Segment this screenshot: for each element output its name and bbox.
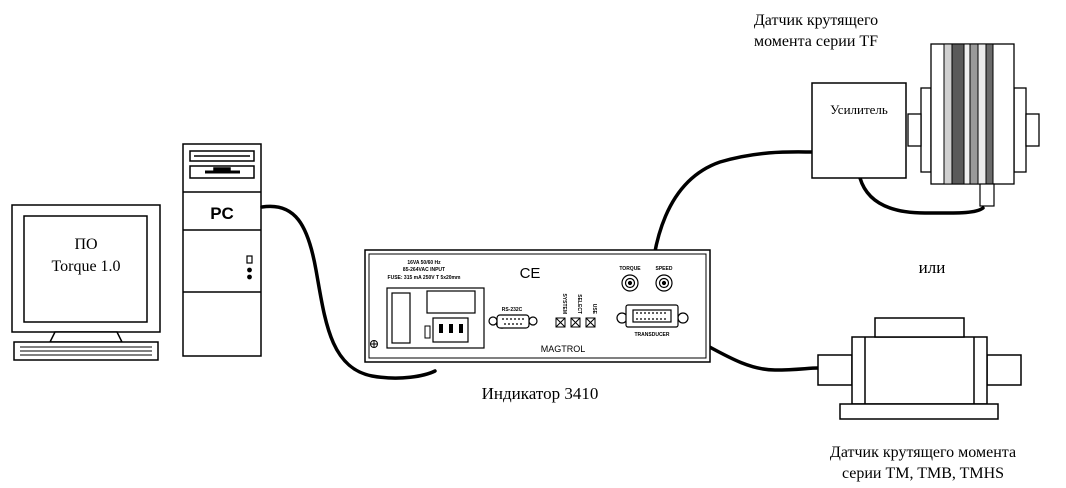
power-switch-icon (391, 292, 411, 344)
system-switch (555, 317, 566, 328)
rs232-label: RS-232C (502, 307, 523, 313)
tf-sensor (811, 43, 1040, 207)
or-label: или (919, 258, 946, 277)
transducer-label: TRANSDUCER (635, 332, 670, 338)
switch-label-system: SYSTEM (561, 293, 567, 314)
indicator-caption: Индикатор 3410 (482, 384, 599, 403)
tf-sensor-title-line1: Датчик крутящего (754, 12, 878, 29)
ground-icon (370, 340, 378, 348)
pc-tower (182, 143, 262, 357)
switch-label-use: USE (591, 304, 597, 315)
tf-sensor-cable (858, 176, 985, 215)
tm-sensor-title-line2: серии TM, TMB, TMHS (842, 465, 1004, 482)
torque-label: TORQUE (619, 266, 641, 272)
torque-bnc-icon (621, 274, 639, 292)
tm-sensor (817, 317, 1022, 420)
monitor (11, 204, 161, 361)
pc-label: PC (210, 204, 234, 223)
tf-sensor-title-line2: момента серии TF (754, 33, 878, 50)
ce-mark: CE (520, 265, 541, 282)
monitor-text-line2: Torque 1.0 (51, 258, 120, 275)
speed-bnc-icon (655, 274, 673, 292)
amplifier-box (811, 82, 907, 179)
keyboard-keys-icon (20, 346, 152, 356)
power-spec-line2: 85-264VAC INPUT (403, 267, 445, 273)
speed-label: SPEED (656, 266, 673, 272)
amplifier-label: Усилитель (830, 102, 888, 117)
select-switch (570, 317, 581, 328)
tm-sensor-title-line1: Датчик крутящего момента (830, 444, 1016, 461)
switch-label-select: SELECT (576, 294, 582, 314)
floppy-drive-icon (189, 150, 255, 179)
fuse-holder-icon (426, 290, 476, 314)
monitor-text-line1: ПО (74, 236, 97, 253)
power-indicator-icon (246, 255, 253, 280)
use-switch (585, 317, 596, 328)
magtrol-brand: MAGTROL (541, 344, 586, 354)
power-spec-line1: 16VA 50/60 Hz (407, 260, 441, 266)
transducer-port-icon (616, 304, 689, 328)
indicator-3410: 16VA 50/60 Hz 85-264VAC INPUT FUSE: 315 … (364, 249, 711, 363)
pc-to-indicator-cable (260, 204, 437, 380)
rs232-port-icon (488, 314, 538, 329)
power-spec-line3: FUSE: 315 mA 250V T 5x20mm (388, 275, 461, 281)
